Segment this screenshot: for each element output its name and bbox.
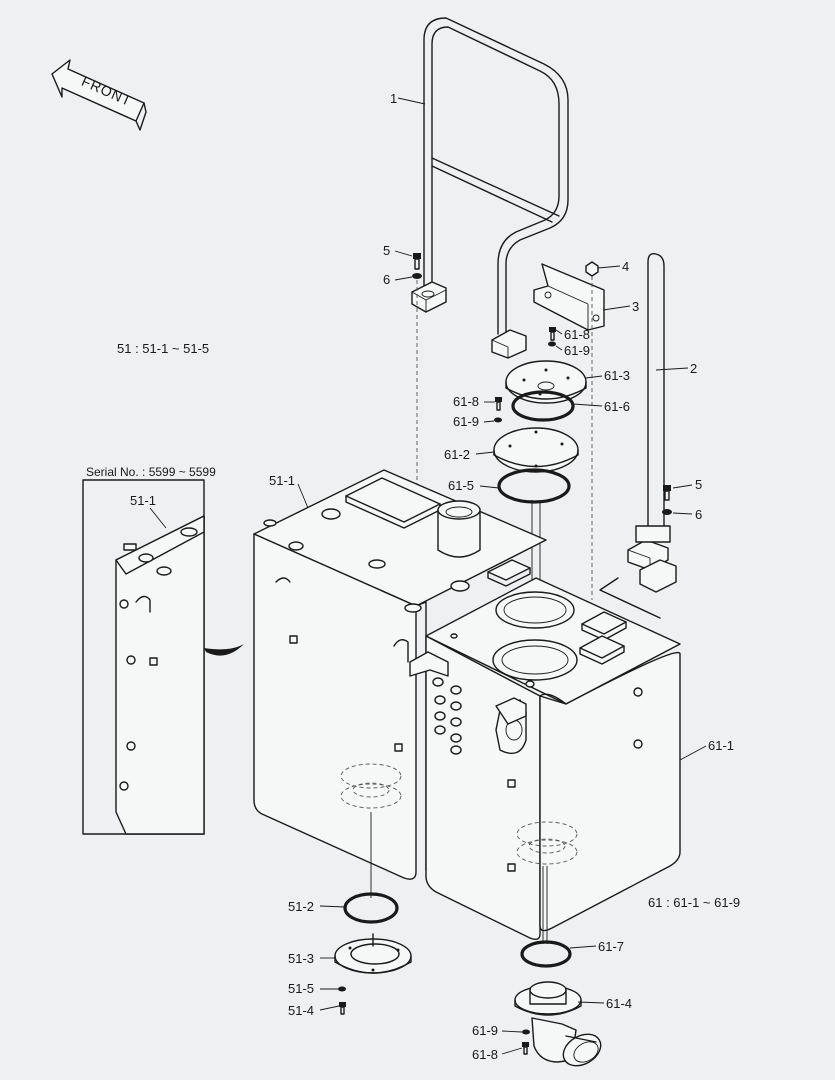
seal-61-5: [497, 468, 571, 504]
callout-4: 4: [622, 259, 629, 274]
handrail-2: [627, 252, 677, 593]
bracket-3: [533, 263, 605, 331]
inset-part-label: 51-1: [130, 493, 156, 508]
callout-51-1: 51-1: [269, 473, 295, 488]
seal-61-7: [520, 940, 572, 968]
handrail-1: [411, 17, 569, 359]
callout-61-7: 61-7: [598, 939, 624, 954]
seal-51-2: [343, 892, 399, 924]
tank-51-1: [253, 469, 547, 898]
callout-61-9-mid: 61-9: [453, 414, 479, 429]
bolt-5-lower: [663, 485, 671, 501]
leader-lines: [297, 97, 707, 1055]
callout-61-9-bottom: 61-9: [472, 1023, 498, 1038]
callout-61-3: 61-3: [604, 368, 630, 383]
assembly-51-note: 51 : 51-1 ~ 51-5: [117, 341, 209, 356]
suction-pipe-61-4: [514, 981, 602, 1067]
callout-6-upper: 6: [383, 272, 390, 287]
front-direction-arrow: FRONT: [51, 59, 147, 131]
seal-61-6: [511, 390, 575, 422]
cover-61-3: [505, 360, 587, 404]
assembly-61-note: 61 : 61-1 ~ 61-9: [648, 895, 740, 910]
callout-51-4: 51-4: [288, 1003, 314, 1018]
tank-61-1: [409, 559, 681, 944]
callout-61-8-mid: 61-8: [453, 394, 479, 409]
bolt-61-8-top: [549, 327, 556, 341]
callout-61-1: 61-1: [708, 738, 734, 753]
washer-6-upper: [412, 273, 422, 279]
callout-51-5: 51-5: [288, 981, 314, 996]
callout-61-6: 61-6: [604, 399, 630, 414]
serial-number-text: Serial No. : 5599 ~ 5599: [86, 465, 216, 479]
washer-61-9-top: [548, 341, 556, 347]
bolt-5-upper: [413, 253, 421, 270]
callout-5-lower: 5: [695, 477, 702, 492]
inset-pointer: [204, 644, 244, 656]
washer-61-9-bottom: [522, 1029, 530, 1035]
callout-61-2: 61-2: [444, 447, 470, 462]
callout-61-8-bottom: 61-8: [472, 1047, 498, 1062]
washer-61-9-mid: [494, 417, 502, 423]
bolt-4: [585, 261, 599, 600]
callout-61-5: 61-5: [448, 478, 474, 493]
bolt-51-4: [339, 1002, 346, 1015]
callout-3: 3: [632, 299, 639, 314]
callout-2: 2: [690, 361, 697, 376]
callout-61-9-top: 61-9: [564, 343, 590, 358]
serial-inset: Serial No. : 5599 ~ 5599 51-1: [82, 465, 216, 835]
callout-61-8-top: 61-8: [564, 327, 590, 342]
bolt-61-8-mid: [495, 397, 502, 411]
callout-1: 1: [390, 91, 397, 106]
callout-51-2: 51-2: [288, 899, 314, 914]
filler-neck: [437, 500, 481, 558]
washer-6-lower: [662, 509, 672, 515]
callout-6-lower: 6: [695, 507, 702, 522]
callout-61-4: 61-4: [606, 996, 632, 1011]
cover-61-2: [493, 427, 579, 473]
bolt-61-8-bottom: [522, 1042, 529, 1055]
callout-labels: 1 2 3 4 5 6 5 6 61-8 61-9 61-3 61-8 61-6…: [269, 91, 734, 1062]
flange-51-3: [334, 933, 412, 974]
washer-51-5: [338, 986, 346, 992]
callout-5-upper: 5: [383, 243, 390, 258]
callout-51-3: 51-3: [288, 951, 314, 966]
